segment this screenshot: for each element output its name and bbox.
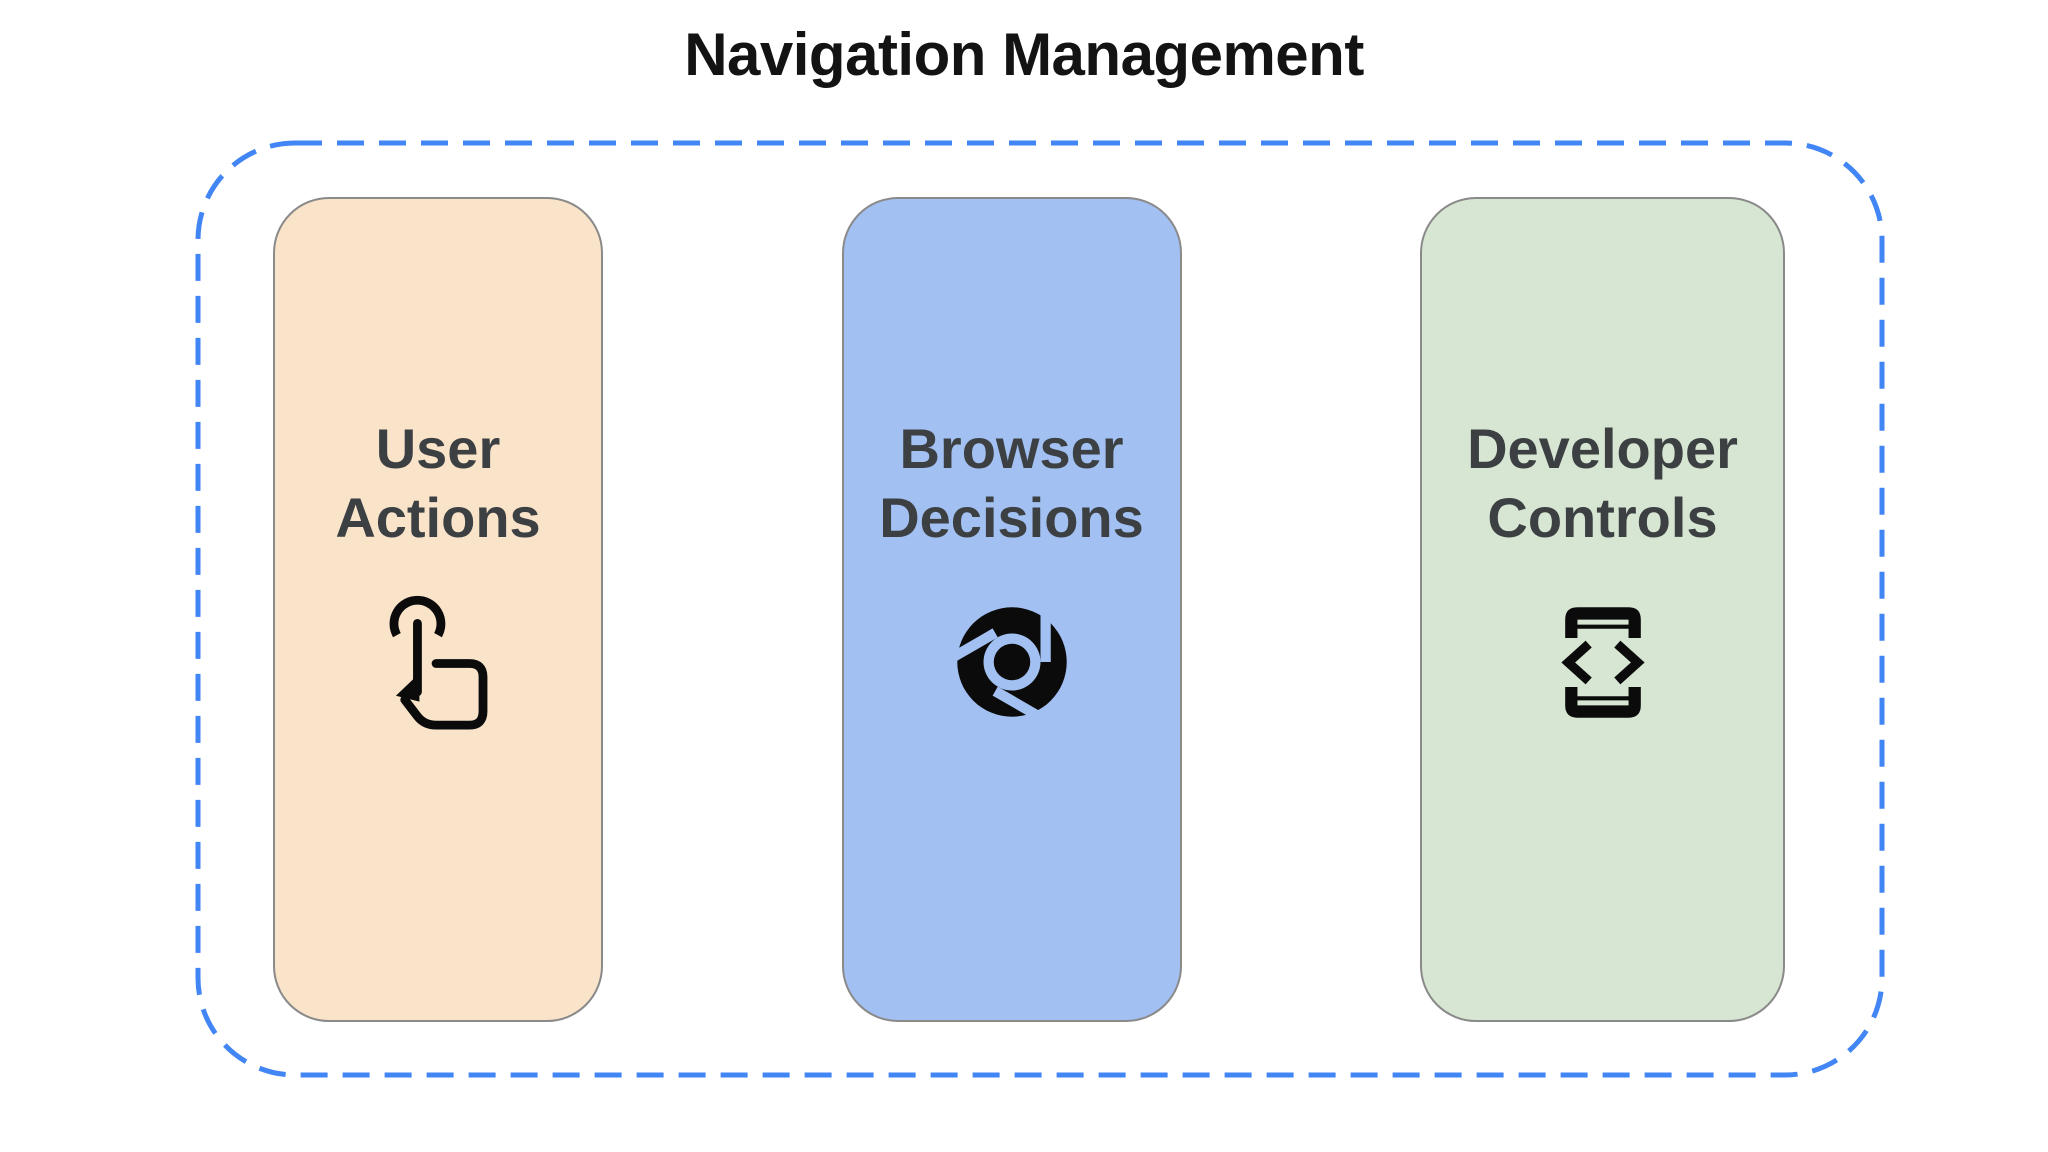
card-developer-controls: Developer Controls — [1420, 197, 1785, 1022]
card-label: User Actions — [335, 417, 541, 549]
dashed-border — [195, 140, 1885, 1078]
dashed-container: User Actions Browser Decisions — [195, 140, 1885, 1078]
chrome-browser-icon — [844, 592, 1180, 732]
card-user-actions: User Actions — [273, 197, 603, 1022]
developer-mode-icon — [1422, 592, 1783, 732]
card-browser-decisions: Browser Decisions — [841, 197, 1182, 1022]
card-row: User Actions Browser Decisions — [195, 140, 1885, 1078]
card-label: Developer Controls — [1467, 417, 1738, 549]
diagram-title: Navigation Management — [684, 21, 1364, 88]
touch-gesture-icon — [275, 592, 601, 732]
card-label: Browser Decisions — [879, 417, 1144, 549]
